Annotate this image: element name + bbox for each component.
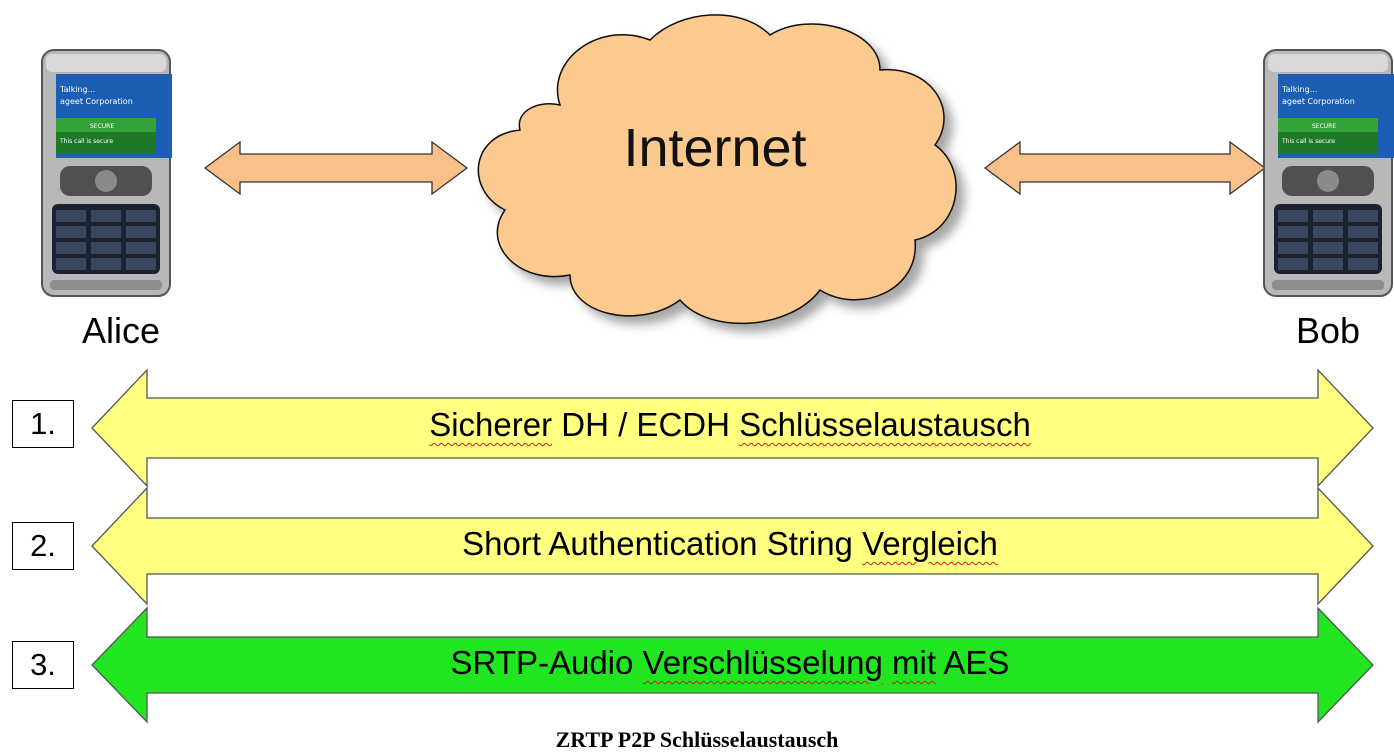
alice-screen-badge: SECURE — [90, 123, 114, 130]
step3-label: SRTP-Audio Verschlüsselung mit AES — [90, 644, 1370, 682]
alice-screen-caller: ageet Corporation — [60, 97, 133, 106]
alice-cloud-link-arrow — [203, 140, 469, 196]
step1-word-1: Sicherer — [429, 406, 553, 443]
step2-label: Short Authentication String Vergleich — [90, 525, 1370, 563]
step3-word-1: SRTP-Audio — [450, 644, 634, 681]
step3-word-3: mit — [892, 644, 937, 681]
step3-number-box: 3. — [12, 641, 74, 689]
bob-screen-badge: SECURE — [1312, 123, 1336, 130]
cloud-bob-link-arrow — [983, 140, 1267, 196]
step1-word-3: Schlüsselaustausch — [739, 406, 1031, 443]
bob-phone-image: Talking... ageet Corporation SECURE This… — [1263, 49, 1394, 297]
alice-screen-note: This call is secure — [59, 138, 113, 145]
step3-word-4: AES — [943, 644, 1010, 681]
cloud-label: Internet — [623, 118, 807, 178]
step2-number-box: 2. — [12, 522, 74, 570]
alice-screen-status: Talking... — [59, 85, 95, 94]
bob-screen-status: Talking... — [1281, 85, 1317, 94]
bob-screen-note: This call is secure — [1281, 138, 1335, 145]
bob-label: Bob — [1296, 310, 1361, 351]
step2-band-arrow — [91, 486, 1374, 606]
alice-label: Alice — [82, 310, 161, 351]
step2-word-1: Short Authentication String — [462, 525, 853, 562]
step2-word-2: Vergleich — [862, 525, 998, 562]
step3-band-arrow — [91, 606, 1374, 724]
alice-phone-image: Talking... ageet Corporation SECURE This… — [41, 49, 172, 297]
step3-word-2: Verschlüsselung — [642, 644, 883, 681]
step1-number-box: 1. — [12, 400, 74, 448]
internet-cloud — [477, 14, 957, 325]
step1-word-2: DH / ECDH — [561, 406, 730, 443]
bob-screen-caller: ageet Corporation — [1282, 97, 1355, 106]
step1-band-arrow — [91, 368, 1374, 488]
step1-label: Sicherer DH / ECDH Schlüsselaustausch — [90, 406, 1370, 444]
figure-caption: ZRTP P2P Schlüsselaustausch — [555, 727, 839, 752]
